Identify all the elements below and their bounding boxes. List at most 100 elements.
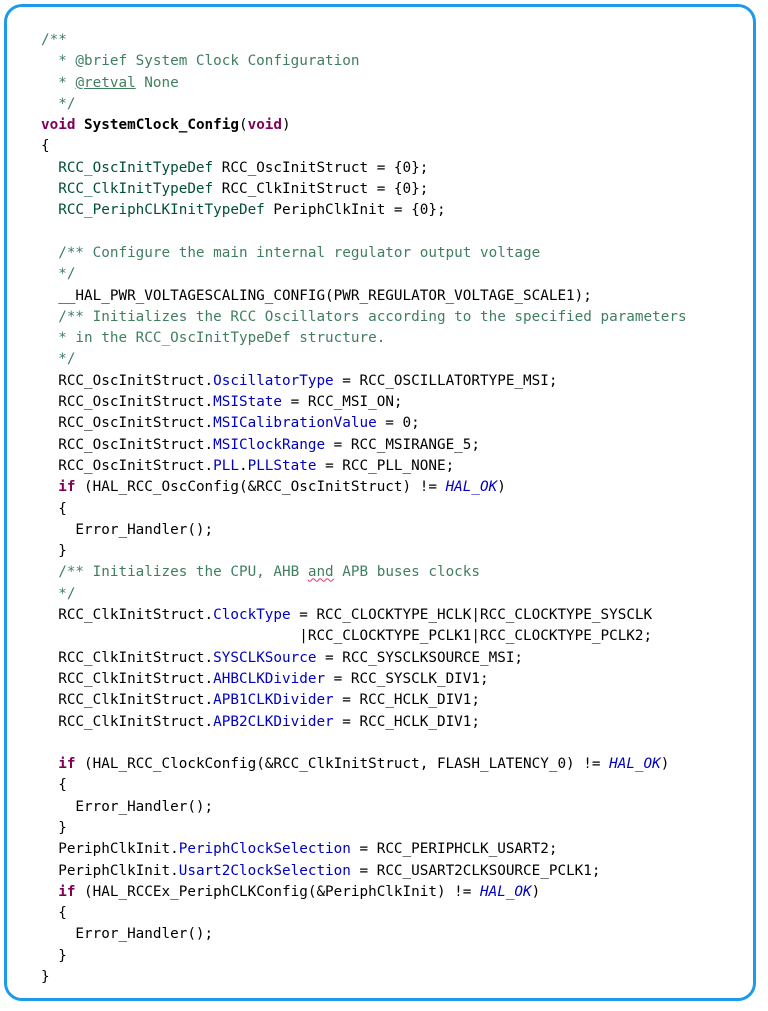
code-token: */ <box>41 351 76 368</box>
code-line: */ <box>41 584 687 605</box>
code-token: /** <box>41 32 67 48</box>
code-line: RCC_ClkInitStruct.SYSCLKSource = RCC_SYS… <box>41 648 687 669</box>
code-token: SystemClock_Config <box>84 117 239 134</box>
code-token: = RCC_SYSCLKSOURCE_MSI; <box>316 649 524 666</box>
code-line: void SystemClock_Config(void) <box>41 115 687 136</box>
code-token: { <box>41 500 67 517</box>
code-line: RCC_OscInitTypeDef RCC_OscInitStruct = {… <box>41 158 687 179</box>
code-line: if (HAL_RCCEx_PeriphCLKConfig(&PeriphClk… <box>41 882 687 903</box>
code-token: */ <box>41 266 76 283</box>
code-line: RCC_OscInitStruct.PLL.PLLState = RCC_PLL… <box>41 456 687 477</box>
code-token: RCC_OscInitStruct. <box>41 457 214 474</box>
code-token: /** Configure the main internal regulato… <box>41 244 541 261</box>
code-line: RCC_OscInitStruct.MSIState = RCC_MSI_ON; <box>41 392 687 413</box>
code-line: RCC_ClkInitStruct.ClockType = RCC_CLOCKT… <box>41 605 687 626</box>
code-token: HAL_OK <box>480 883 532 900</box>
code-token: } <box>41 543 67 560</box>
code-line: { <box>41 499 687 520</box>
code-line <box>41 222 687 243</box>
code-token: if <box>41 883 76 900</box>
code-token: PeriphClkInit. <box>41 862 179 879</box>
code-token: * in the RCC_OscInitTypeDef structure. <box>41 330 386 347</box>
code-token: PLL <box>213 457 239 474</box>
code-line: { <box>41 775 687 796</box>
code-token: RCC_OscInitStruct. <box>41 372 214 389</box>
code-line: RCC_OscInitStruct.MSICalibrationValue = … <box>41 413 687 434</box>
code-token: ClockType <box>213 607 291 624</box>
code-line: if (HAL_RCC_ClockConfig(&RCC_ClkInitStru… <box>41 754 687 775</box>
code-token: = RCC_MSI_ON; <box>282 394 403 411</box>
code-token: } <box>41 947 67 964</box>
code-line: RCC_ClkInitStruct.AHBCLKDivider = RCC_SY… <box>41 669 687 690</box>
code-token: MSICalibrationValue <box>213 415 377 432</box>
code-line: * @retval None <box>41 73 687 94</box>
code-token: = RCC_CLOCKTYPE_HCLK|RCC_CLOCKTYPE_SYSCL… <box>290 607 653 624</box>
code-token: RCC_ClkInitStruct. <box>41 692 214 709</box>
code-token: RCC_OscInitStruct = {0}; <box>213 159 429 176</box>
code-token: __HAL_PWR_VOLTAGESCALING_CONFIG(PWR_REGU… <box>41 287 592 304</box>
code-token: PeriphClkInit = {0}; <box>264 202 446 219</box>
code-line: */ <box>41 94 687 115</box>
code-token: = RCC_SYSCLK_DIV1; <box>325 670 489 687</box>
code-line: __HAL_PWR_VOLTAGESCALING_CONFIG(PWR_REGU… <box>41 286 687 307</box>
code-token: RCC_OscInitTypeDef <box>41 159 214 176</box>
code-token: PLLState <box>247 457 317 474</box>
code-token: APB2CLKDivider <box>213 713 334 730</box>
code-token: (HAL_RCC_OscConfig(&RCC_OscInitStruct) !… <box>75 479 446 496</box>
code-token: /** Initializes the CPU, AHB <box>41 564 308 581</box>
code-line: } <box>41 967 687 988</box>
code-token: = RCC_PERIPHCLK_USART2; <box>350 841 558 858</box>
code-token: |RCC_CLOCKTYPE_PCLK1|RCC_CLOCKTYPE_PCLK2… <box>41 628 653 645</box>
code-line: } <box>41 818 687 839</box>
code-line: Error_Handler(); <box>41 924 687 945</box>
code-token: PeriphClkInit. <box>41 841 179 858</box>
code-token: * <box>41 74 76 91</box>
code-token: RCC_ClkInitStruct. <box>41 607 214 624</box>
code-editor[interactable]: /** * @brief System Clock Configuration … <box>41 30 687 988</box>
code-line: |RCC_CLOCKTYPE_PCLK1|RCC_CLOCKTYPE_PCLK2… <box>41 626 687 647</box>
code-line: */ <box>41 264 687 285</box>
code-token: = RCC_HCLK_DIV1; <box>333 692 480 709</box>
code-token: * @brief System Clock Configuration <box>41 53 360 70</box>
code-token: } <box>41 819 67 836</box>
code-line: } <box>41 946 687 967</box>
code-token: Error_Handler(); <box>41 926 214 943</box>
code-token: and <box>307 564 334 581</box>
code-token: /** Initializes the RCC Oscillators acco… <box>41 308 687 325</box>
code-token: APB buses clocks <box>333 564 480 581</box>
code-token: (HAL_RCC_ClockConfig(&RCC_ClkInitStruct,… <box>75 756 610 773</box>
code-line: RCC_PeriphCLKInitTypeDef PeriphClkInit =… <box>41 200 687 221</box>
code-token: @retval <box>75 74 136 91</box>
code-token: if <box>41 756 76 773</box>
code-token: ) <box>282 117 291 134</box>
code-token: RCC_OscInitStruct. <box>41 394 214 411</box>
code-token: (HAL_RCCEx_PeriphCLKConfig(&PeriphClkIni… <box>75 883 480 900</box>
code-token: void <box>41 117 76 134</box>
code-token: ) <box>660 756 670 773</box>
code-token: AHBCLKDivider <box>213 670 326 687</box>
code-token: { <box>41 138 50 155</box>
code-token: OscillatorType <box>213 372 334 389</box>
code-line: Error_Handler(); <box>41 797 687 818</box>
code-token: ( <box>238 117 248 134</box>
code-token: Error_Handler(); <box>41 798 214 815</box>
code-line: */ <box>41 349 687 370</box>
code-token: RCC_ClkInitStruct = {0}; <box>213 181 429 198</box>
code-line: RCC_ClkInitStruct.APB2CLKDivider = RCC_H… <box>41 712 687 733</box>
code-line: /** Initializes the CPU, AHB and APB bus… <box>41 562 687 583</box>
code-token: = RCC_USART2CLKSOURCE_PCLK1; <box>350 862 601 879</box>
code-token: HAL_OK <box>609 756 661 773</box>
code-line <box>41 733 687 754</box>
code-line: RCC_OscInitStruct.OscillatorType = RCC_O… <box>41 371 687 392</box>
code-token <box>75 117 84 133</box>
code-token: PeriphClockSelection <box>178 841 351 858</box>
code-line: RCC_ClkInitTypeDef RCC_ClkInitStruct = {… <box>41 179 687 200</box>
code-token: MSIClockRange <box>213 436 326 453</box>
code-token: None <box>135 74 179 91</box>
code-token: . <box>238 457 248 474</box>
code-token: = RCC_OSCILLATORTYPE_MSI; <box>333 372 558 389</box>
code-token: Error_Handler(); <box>41 521 214 538</box>
code-token: } <box>41 969 50 986</box>
code-line: * in the RCC_OscInitTypeDef structure. <box>41 328 687 349</box>
code-token: void <box>247 117 283 134</box>
